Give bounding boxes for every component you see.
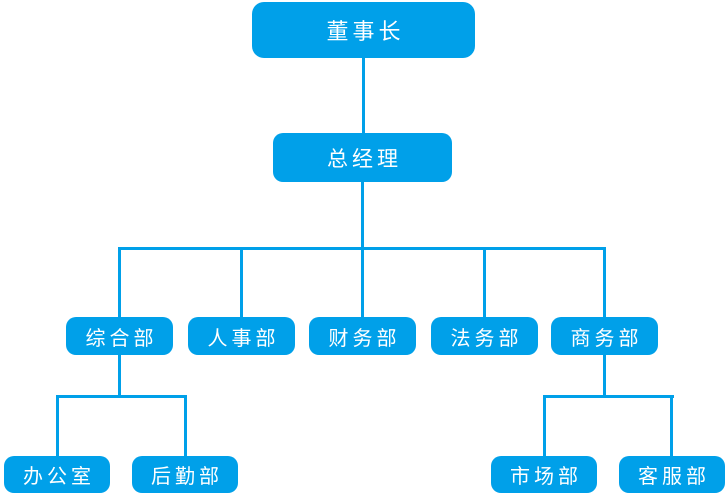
connector-drop-hr [240,247,243,317]
connector-right-sub-bus [543,395,674,398]
org-node-finance: 财务部 [309,317,416,355]
connector-drop-customer-service [670,395,673,456]
org-node-general-manager: 总经理 [273,133,452,182]
connector-drop-office [56,395,59,456]
connector-gm-to-bus [361,182,364,247]
connector-general-affairs-to-bus [118,355,121,395]
connector-business-to-bus [603,355,606,395]
connector-drop-general-affairs [118,247,121,317]
org-node-legal: 法务部 [431,317,538,355]
org-node-chairman: 董事长 [252,2,475,58]
connector-drop-logistics [184,395,187,456]
connector-left-sub-bus [56,395,187,398]
org-node-business: 商务部 [551,317,658,355]
org-node-general-affairs: 综合部 [66,317,173,355]
org-node-customer-service: 客服部 [619,456,725,493]
connector-drop-business [603,247,606,317]
connector-drop-marketing [543,395,546,456]
org-node-marketing: 市场部 [491,456,597,493]
org-node-logistics: 后勤部 [132,456,238,493]
org-node-hr: 人事部 [188,317,295,355]
connector-drop-legal [483,247,486,317]
connector-chairman-to-gm [362,58,365,133]
connector-drop-finance [361,247,364,317]
org-node-office: 办公室 [4,456,110,493]
